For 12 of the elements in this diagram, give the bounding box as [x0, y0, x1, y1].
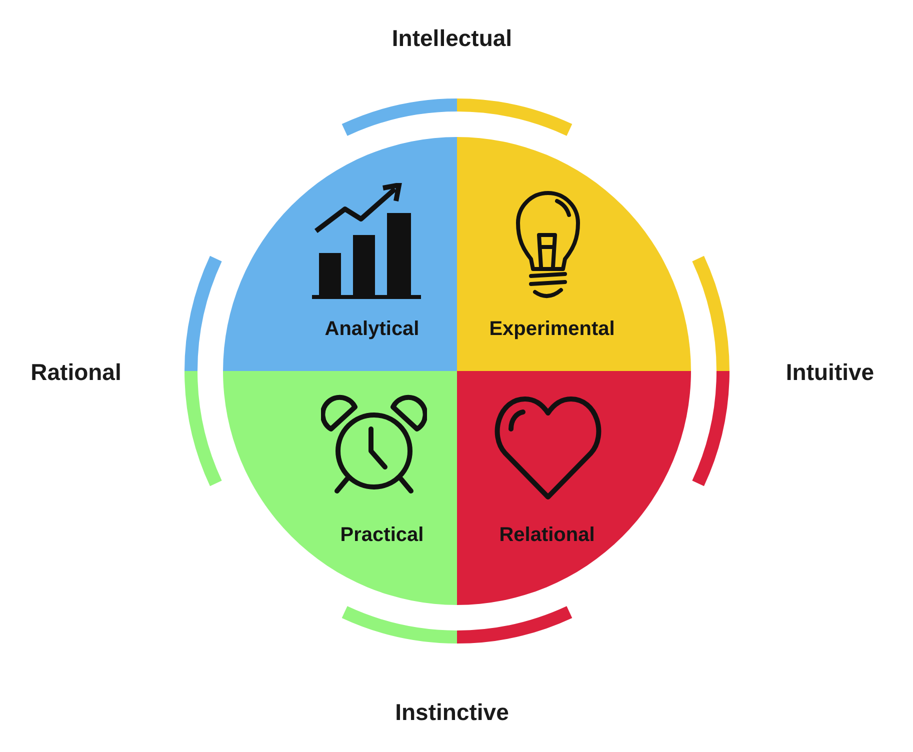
quadrant-segment: [223, 371, 457, 605]
quadrant-label: Relational: [499, 523, 595, 547]
quadrant-segment: [457, 137, 691, 371]
quadrant-segment: [223, 137, 457, 371]
quadrant-label: Practical: [340, 523, 424, 547]
quadrant-segment: [457, 371, 691, 605]
axis-label: Rational: [30, 358, 122, 386]
quadrant-label: Experimental: [489, 317, 615, 341]
axis-label: Intellectual: [392, 24, 512, 52]
axis-label: Instinctive: [395, 698, 509, 726]
quadrant-label: Analytical: [324, 317, 420, 341]
axis-label: Intuitive: [786, 358, 874, 386]
